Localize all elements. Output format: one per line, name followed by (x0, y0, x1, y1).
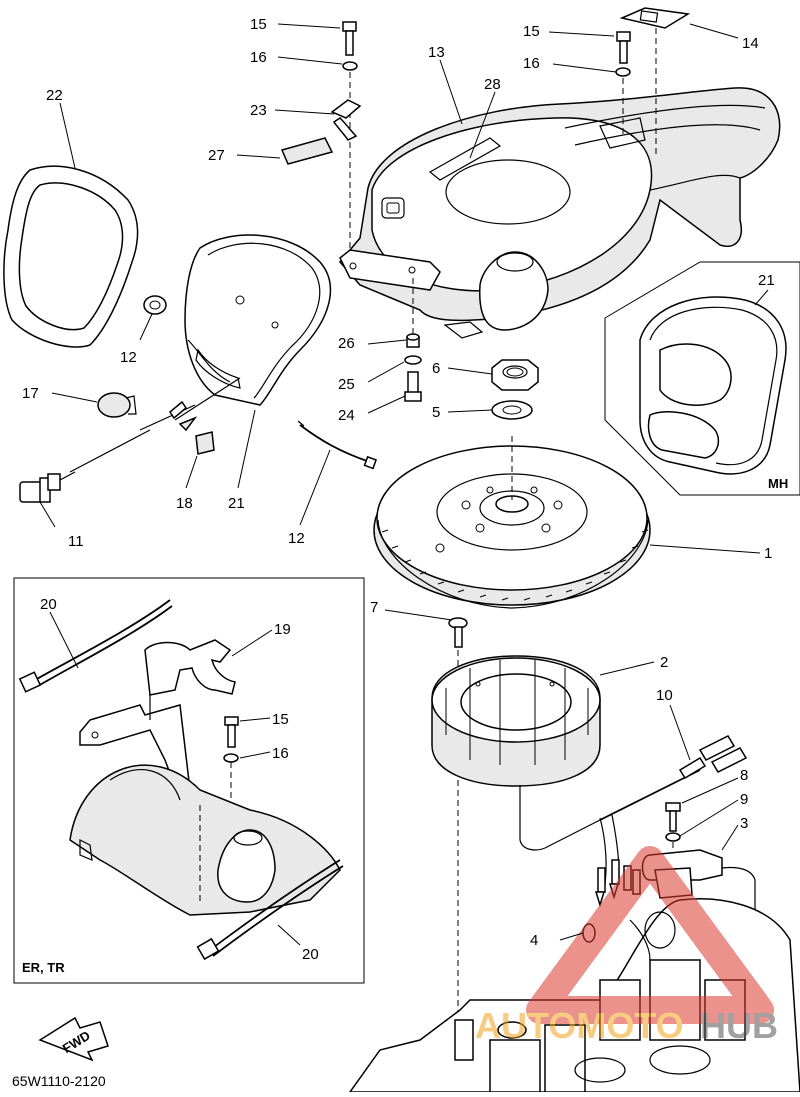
watermark-text-right: HUB (700, 1005, 778, 1046)
callout-1: 1 (764, 545, 772, 562)
callout-16-inset: 16 (272, 745, 289, 762)
callout-8: 8 (740, 767, 748, 784)
callout-12-grommet: 12 (120, 349, 137, 366)
callout-7: 7 (370, 599, 378, 616)
stator-coil (431, 655, 601, 787)
callout-21-mh: 21 (758, 272, 775, 289)
callout-14: 14 (742, 35, 759, 52)
callout-3: 3 (740, 815, 748, 832)
label-18 (195, 431, 215, 455)
watermark-logo: AUTOMOTO HUB (475, 846, 778, 1046)
clip-23 (330, 99, 362, 141)
callout-4: 4 (530, 932, 538, 949)
flywheel-cover (339, 87, 781, 339)
grommet-12 (143, 295, 167, 315)
callout-9: 9 (740, 791, 748, 808)
inset-label-er-tr: ER, TR (22, 960, 65, 975)
callout-16: 16 (250, 49, 267, 66)
callout-21: 21 (228, 495, 245, 512)
callout-16-right: 16 (523, 55, 540, 72)
callout-labels: 15 16 23 27 22 13 28 15 14 16 21 12 17 2… (22, 16, 775, 963)
callout-13: 13 (428, 44, 445, 61)
callout-18: 18 (176, 495, 193, 512)
bracket-plate (619, 7, 691, 29)
seal-22 (3, 165, 139, 348)
plug-17 (97, 392, 137, 418)
nut-6 (491, 359, 539, 391)
inset-er-tr (13, 577, 365, 984)
callout-20-top: 20 (40, 596, 57, 613)
callout-20-bottom: 20 (302, 946, 319, 963)
callout-15-inset: 15 (272, 711, 289, 728)
flywheel-rotor (373, 436, 651, 609)
bolt-15-right (615, 28, 657, 155)
watermark-text-left: AUTOMOTO (475, 1005, 684, 1046)
collar-26 (406, 278, 420, 348)
cable-tie-12 (297, 420, 378, 470)
bolt-15-top (342, 21, 358, 250)
wire-harness (69, 377, 241, 473)
callout-15: 15 (250, 16, 267, 33)
callout-17: 17 (22, 385, 39, 402)
bolt-24 (404, 371, 422, 402)
callout-23: 23 (250, 102, 267, 119)
label-27 (280, 137, 334, 165)
callout-15-right: 15 (523, 23, 540, 40)
callout-22: 22 (46, 87, 63, 104)
inset-label-mh: MH (768, 476, 788, 491)
callout-12-tie: 12 (288, 530, 305, 547)
callout-24: 24 (338, 407, 355, 424)
callout-27: 27 (208, 147, 225, 164)
callout-28: 28 (484, 76, 501, 93)
washer-25 (404, 355, 422, 365)
callout-2: 2 (660, 654, 668, 671)
fwd-arrow (38, 1016, 109, 1062)
callout-10: 10 (656, 687, 673, 704)
callout-11: 11 (68, 533, 84, 550)
washer-5 (491, 400, 533, 420)
inset-mh (604, 261, 800, 496)
callout-25: 25 (338, 376, 355, 393)
callout-5: 5 (432, 404, 440, 421)
callout-6: 6 (432, 360, 440, 377)
callout-19: 19 (274, 621, 291, 638)
sensor-11 (19, 471, 76, 503)
callout-26: 26 (338, 335, 355, 352)
bolt-8 (665, 802, 681, 832)
leader-lines (39, 23, 769, 946)
intake-silencer (184, 234, 332, 406)
diagram-code: 65W1110-2120 (12, 1073, 106, 1089)
